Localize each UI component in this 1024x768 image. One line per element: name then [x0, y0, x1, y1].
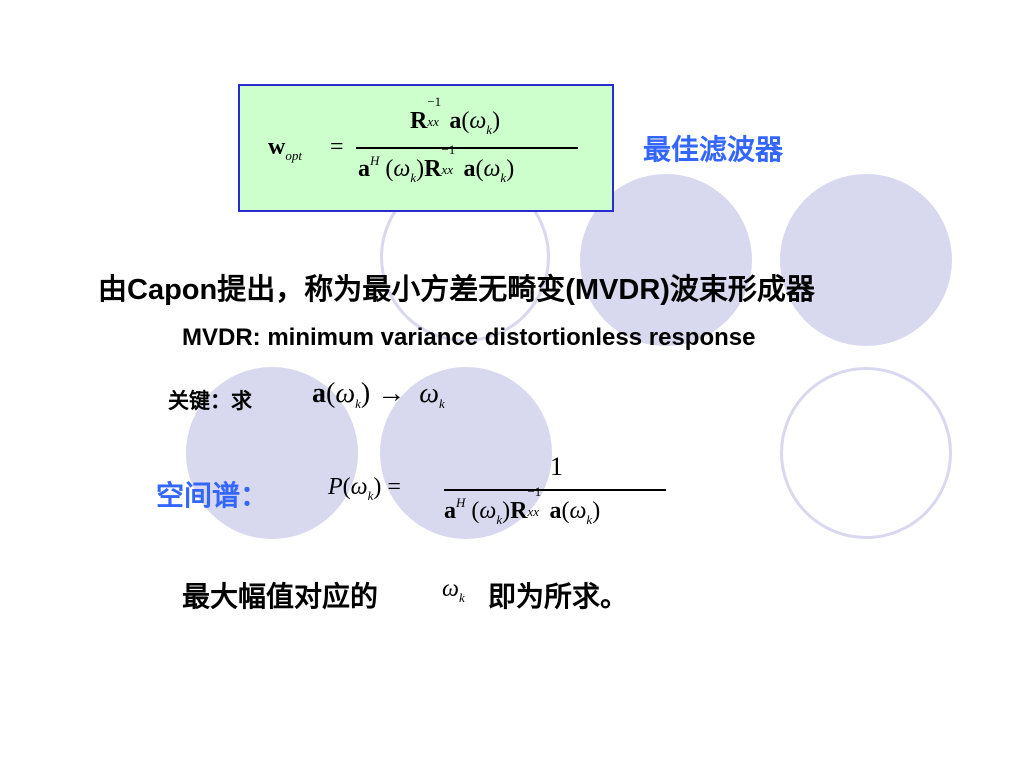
decor-circle-ring-2	[780, 367, 952, 539]
mvdr-expansion: MVDR: minimum variance distortionless re…	[182, 324, 756, 351]
result-suffix: 即为所求。	[488, 581, 629, 612]
decor-circle-fill-3	[186, 367, 358, 539]
spectrum-fraction-bar	[444, 489, 666, 491]
formula-wopt-lhs: wopt	[268, 134, 302, 163]
spatial-spectrum-label: 空间谱：	[156, 480, 269, 511]
key-label: 关键：求	[168, 390, 252, 413]
capon-description: 由Capon提出，称为最小方差无畸变(MVDR)波束形成器	[98, 274, 815, 306]
spectrum-numerator: 1	[550, 452, 563, 481]
formula-wopt-eq: =	[330, 134, 344, 160]
formula-wopt-fraction-bar	[356, 147, 578, 149]
optimal-filter-label: 最佳滤波器	[643, 134, 784, 165]
spectrum-lhs: P(ωk) =	[328, 474, 401, 503]
result-prefix: 最大幅值对应的	[182, 581, 379, 612]
decor-circle-fill-4	[380, 367, 552, 539]
key-formula: a(ωk) → ωk	[312, 378, 445, 411]
decor-circle-fill-2	[780, 174, 952, 346]
result-omega: ωk	[442, 576, 465, 605]
